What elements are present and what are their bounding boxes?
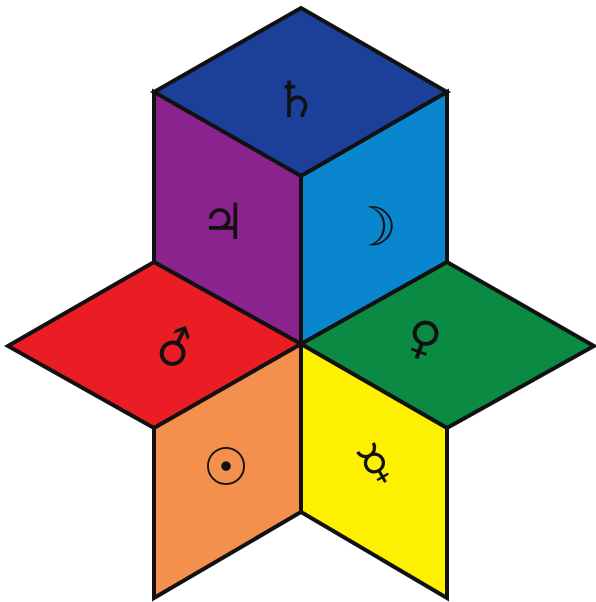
sun-icon: ☉ — [203, 438, 250, 498]
moon-icon: ☽ — [349, 196, 397, 259]
saturn-icon: ♄ — [274, 71, 319, 129]
jupiter-icon: ♃ — [201, 193, 246, 251]
